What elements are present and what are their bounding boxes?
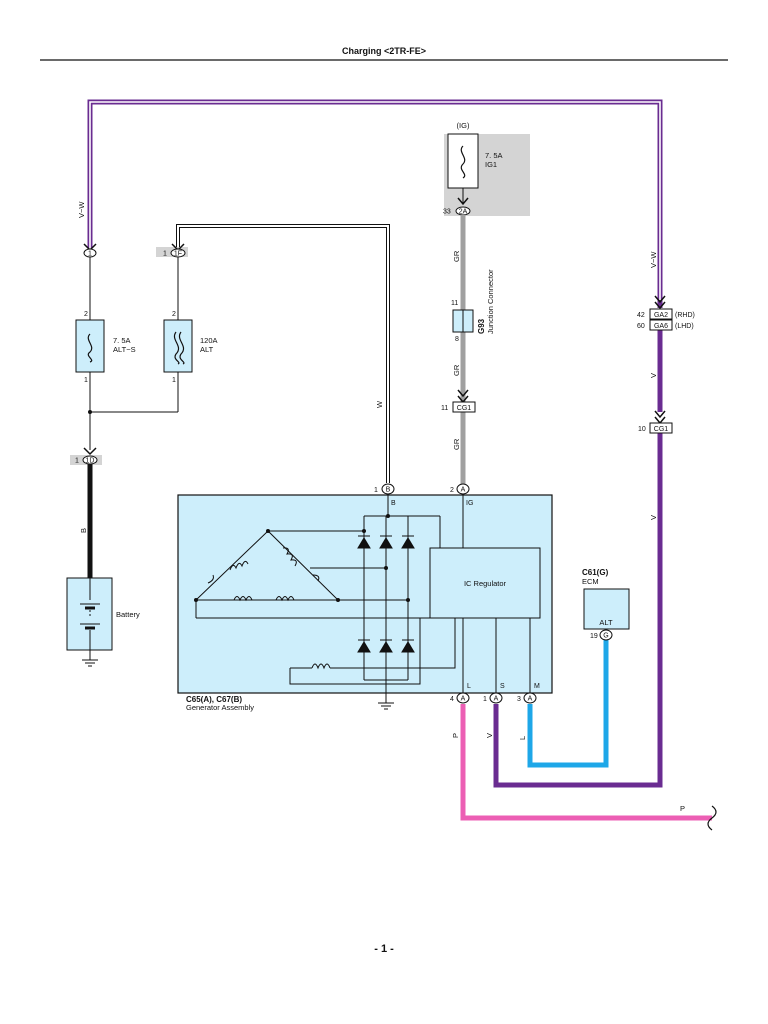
battery-label: Battery: [116, 610, 140, 619]
ga2-pin: 42: [637, 312, 645, 319]
ig-fuse-name: IG1: [485, 160, 497, 169]
fuse-alts-name: ALT−S: [113, 345, 136, 354]
generator-ground-icon: [378, 693, 394, 710]
ig-fuse-rating: 7. 5A: [485, 151, 503, 160]
wire-label-p-1: P: [451, 733, 460, 738]
fuse-alt-rating: 120A: [200, 336, 218, 345]
connector-1d: 1 1D: [70, 447, 102, 465]
connector-1f: 1 1F: [156, 243, 188, 258]
ic-regulator: [429, 547, 541, 619]
wire-label-v-1: V: [649, 373, 658, 378]
wire-label-gr-3: GR: [452, 438, 461, 450]
connector-1f-label: 1F: [174, 251, 182, 258]
ecm-code: C61(G): [582, 568, 609, 577]
terminal-m-label: M: [534, 683, 540, 690]
terminal-s-conn: A: [494, 696, 499, 703]
battery: [66, 577, 113, 651]
fuse-alts: [75, 319, 105, 373]
terminal-s-connector: [489, 692, 503, 704]
diodes: [357, 535, 415, 653]
g93-name: G93: [477, 318, 486, 334]
rotor-coil: [289, 618, 456, 685]
ga2-note: (RHD): [675, 312, 695, 319]
connector-1d-label: 1D: [86, 458, 95, 465]
connector-1-label: 1: [88, 251, 92, 258]
cg1-v-label: CG1: [654, 426, 669, 433]
wire-label-p-2: P: [680, 804, 685, 813]
stator-windings: [194, 530, 430, 619]
g93-pin-bottom: 8: [455, 336, 459, 343]
fuse-alts-pin-bottom: 1: [84, 377, 88, 384]
wire-p: [460, 704, 717, 831]
battery-ground-icon: [82, 650, 98, 667]
wire-label-v-2: V: [649, 515, 658, 520]
ga6-label: GA6: [654, 323, 668, 330]
terminal-m-connector: [523, 692, 537, 704]
wire-label-b: B: [79, 528, 88, 533]
ecm-conn: G: [603, 633, 608, 640]
terminal-l-label: L: [467, 683, 471, 690]
cg1-gr-pin: 11: [441, 405, 448, 412]
cg1-v-pin: 10: [638, 426, 646, 433]
ig-fuse-block: [444, 133, 530, 216]
ecm-terminal: ALT: [599, 618, 613, 627]
connector-1d-pin: 1: [75, 458, 79, 465]
terminal-m-conn: A: [528, 696, 533, 703]
ga6-pin: 60: [637, 323, 645, 330]
fuse-alt-pin-bottom: 1: [172, 377, 176, 384]
fuse-alts-pin-top: 2: [84, 311, 88, 318]
terminal-m-pin: 3: [517, 696, 521, 703]
generator-name: C65(A), C67(B): [186, 695, 242, 704]
regulator-outputs: [462, 618, 531, 693]
connector-cg1-v: [649, 410, 673, 434]
connector-ga2-ga6: [649, 295, 673, 331]
terminal-ig-conn: A: [461, 487, 466, 494]
fuse-alt-name: ALT: [200, 345, 214, 354]
terminal-l-conn: A: [461, 696, 466, 703]
terminal-s-label: S: [500, 683, 505, 690]
ga2-label: GA2: [654, 312, 668, 319]
ga6-note: (LHD): [675, 323, 694, 330]
wire-label-vw-left: V−W: [77, 201, 86, 218]
connector-cg1-gr: [452, 389, 476, 413]
terminal-l-pin: 4: [450, 696, 454, 703]
g93-desc: Junction Connector: [486, 269, 495, 334]
ig-header: (IG): [457, 121, 470, 130]
ic-regulator-label: IC Regulator: [464, 579, 507, 588]
wire-label-v-3: V: [485, 733, 494, 738]
connector-1: 1: [83, 243, 97, 258]
connector-1f-pin: 1: [163, 251, 167, 258]
g93-pin-top: 11: [451, 300, 458, 307]
terminal-s-pin: 1: [483, 696, 487, 703]
fuse-alt-pin-top: 2: [172, 311, 176, 318]
fuse-alts-rating: 7. 5A: [113, 336, 131, 345]
wire-label-gr-2: GR: [452, 364, 461, 376]
ig-pin: 33: [443, 209, 451, 216]
wire-vw-loop: [87, 99, 663, 300]
page-number: - 1 -: [374, 943, 394, 955]
terminal-b-pin: 1: [374, 487, 378, 494]
terminal-ig-pin: 2: [450, 487, 454, 494]
ecm-pin: 19: [590, 633, 598, 640]
terminal-l-connector: [456, 692, 470, 704]
wire-label-w: W: [375, 400, 384, 408]
junction-connector-g93: [452, 309, 474, 333]
wire-label-gr-1: GR: [452, 250, 461, 262]
cg1-gr-label: CG1: [457, 405, 472, 412]
wire-label-l: L: [518, 736, 527, 740]
ecm-box: [583, 588, 630, 641]
ecm-name: ECM: [582, 577, 599, 586]
terminal-b-conn: B: [386, 487, 391, 494]
terminal-b-label: B: [391, 500, 396, 507]
ig-connector: 2A: [459, 209, 468, 216]
wire-w: [176, 224, 390, 483]
page-title: Charging <2TR-FE>: [342, 46, 426, 56]
wire-label-vw-right: V−W: [649, 251, 658, 268]
generator-desc: Generator Assembly: [186, 703, 254, 712]
wire-l: [527, 640, 609, 768]
terminal-ig-label: IG: [466, 500, 473, 507]
fuse-alt: [163, 319, 193, 373]
